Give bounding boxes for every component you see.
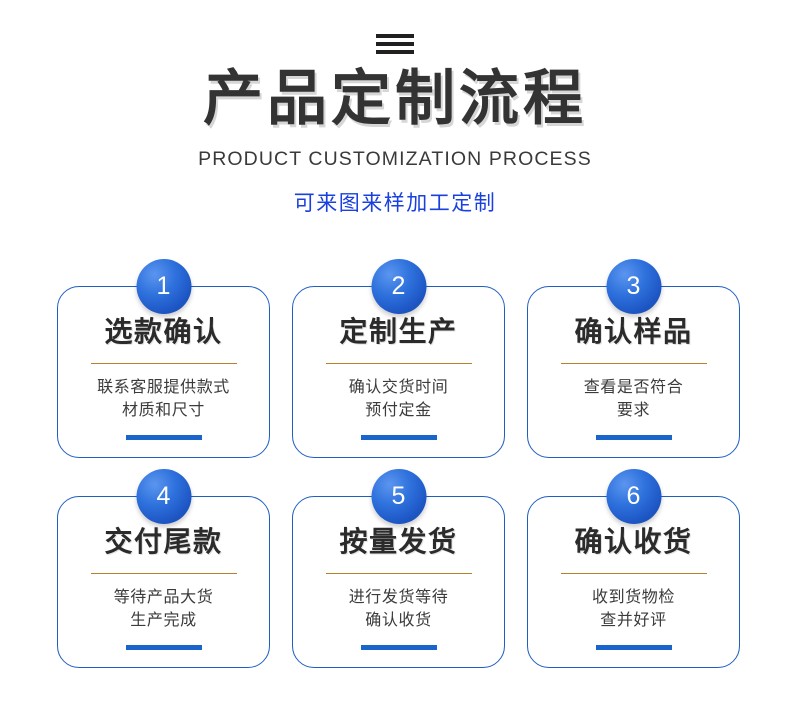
page-tagline: 可来图来样加工定制 [293,192,497,216]
step-accent-bar [360,645,437,650]
step-divider [90,362,237,365]
step-divider [90,572,237,575]
step-card[interactable]: 2 定制生产 确认交货时间 预付定金 [292,259,505,458]
step-accent-bar [125,435,202,440]
process-steps-grid: 1 选款确认 联系客服提供款式 材质和尺寸 2 定制生产 确认交货时间 预付定金… [57,259,740,668]
hamburger-bars-icon [376,34,414,54]
step-title: 按量发货 [339,526,458,557]
step-number-badge: 2 [371,259,426,314]
step-accent-bar [360,435,437,440]
step-divider [560,572,707,575]
hamburger-bar-3 [376,50,414,54]
step-title: 定制生产 [339,316,458,347]
step-description-line-1: 等待产品大货 [113,589,214,607]
step-description-line-2: 预付定金 [365,402,432,420]
step-description: 查看是否符合 要求 [528,377,739,422]
step-title: 确认收货 [574,526,693,557]
step-accent-bar [595,645,672,650]
step-card[interactable]: 5 按量发货 进行发货等待 确认收货 [292,469,505,668]
step-number-badge: 6 [606,469,661,524]
step-description: 联系客服提供款式 材质和尺寸 [58,377,269,422]
step-description: 等待产品大货 生产完成 [58,587,269,632]
step-description: 收到货物检 查并好评 [528,587,739,632]
page-title: 产品定制流程 [203,65,587,132]
step-divider [325,362,472,365]
step-number-badge: 3 [606,259,661,314]
step-description-line-1: 收到货物检 [591,589,675,607]
step-description-line-1: 进行发货等待 [348,589,449,607]
step-description-line-1: 查看是否符合 [583,379,684,397]
step-description-line-1: 联系客服提供款式 [97,379,230,397]
step-accent-bar [595,435,672,440]
hamburger-bar-2 [376,42,414,46]
step-accent-bar [125,645,202,650]
step-number-badge: 5 [371,469,426,524]
step-description: 确认交货时间 预付定金 [293,377,504,422]
step-divider [560,362,707,365]
hamburger-bar-1 [376,34,414,38]
page-header: 产品定制流程 PRODUCT CUSTOMIZATION PROCESS 可来图… [0,0,790,217]
step-divider [325,572,472,575]
step-description: 进行发货等待 确认收货 [293,587,504,632]
step-title: 交付尾款 [104,526,223,557]
step-card[interactable]: 4 交付尾款 等待产品大货 生产完成 [57,469,270,668]
step-description-line-1: 确认交货时间 [348,379,449,397]
step-card[interactable]: 3 确认样品 查看是否符合 要求 [527,259,740,458]
step-title: 确认样品 [574,316,693,347]
step-title: 选款确认 [104,316,223,347]
step-number-badge: 4 [136,469,191,524]
page-subtitle-english: PRODUCT CUSTOMIZATION PROCESS [198,148,592,171]
step-card[interactable]: 6 确认收货 收到货物检 查并好评 [527,469,740,668]
step-card[interactable]: 1 选款确认 联系客服提供款式 材质和尺寸 [57,259,270,458]
step-description-line-2: 确认收货 [365,612,432,630]
step-description-line-2: 查并好评 [600,612,667,630]
step-number-badge: 1 [136,259,191,314]
step-description-line-2: 材质和尺寸 [121,402,205,420]
step-description-line-2: 要求 [616,402,651,420]
step-description-line-2: 生产完成 [130,612,197,630]
